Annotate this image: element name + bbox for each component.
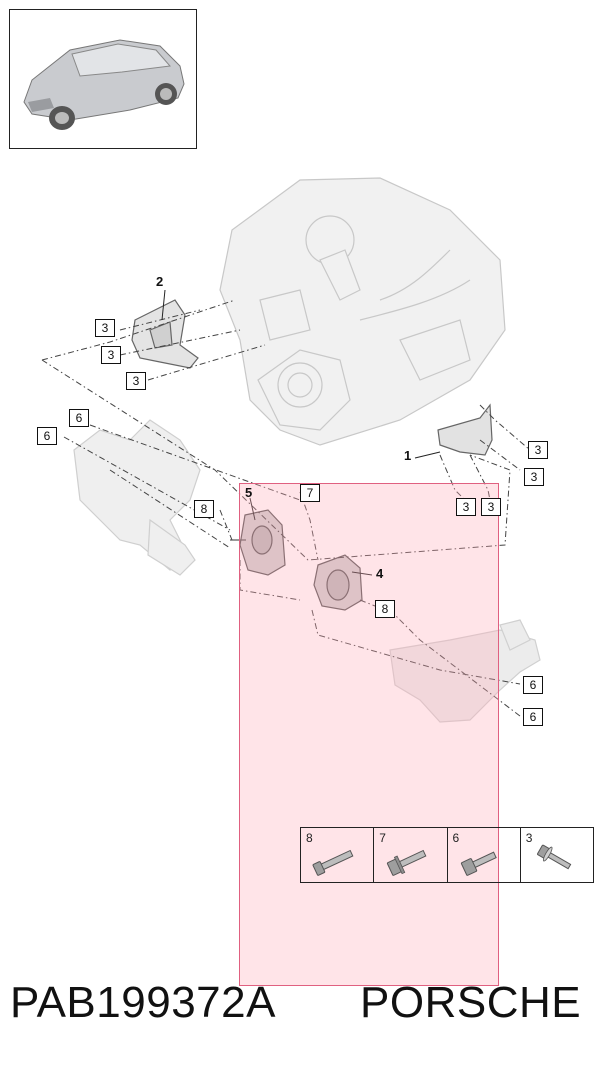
callout-part-1[interactable]: 1 [404,448,412,463]
callout-box-3[interactable]: 3 [126,372,146,390]
part-diagram-code: PAB199372A [10,978,276,1027]
legend-number: 3 [525,831,533,845]
callout-part-4[interactable]: 4 [376,566,384,581]
bolt-short-icon [460,851,497,876]
callout-box-3[interactable]: 3 [101,346,121,364]
callout-box-3[interactable]: 3 [528,441,548,459]
brand-name: PORSCHE [360,978,582,1027]
callout-box-3[interactable]: 3 [456,498,476,516]
legend-cell-6[interactable]: 6 [448,828,521,882]
fastener-legend: 8 7 6 3 [300,827,594,883]
callout-box-3[interactable]: 3 [524,468,544,486]
screw-washer-icon [536,844,572,870]
callout-box-8[interactable]: 8 [194,500,214,518]
legend-cell-3[interactable]: 3 [521,828,593,882]
engine-bracket-left [131,299,199,369]
bolt-long-icon [312,849,354,876]
callout-box-8[interactable]: 8 [375,600,395,618]
callout-box-3[interactable]: 3 [95,319,115,337]
engine-mount-4 [313,554,363,611]
callout-part-2[interactable]: 2 [156,274,164,289]
car-icon [23,39,185,130]
callout-box-6[interactable]: 6 [37,427,57,445]
legend-number: 7 [379,831,386,845]
legend-number: 8 [306,831,313,845]
callout-part-5[interactable]: 5 [245,485,253,500]
subframe-left [73,419,201,576]
legend-number: 6 [452,831,460,845]
engine-block [219,177,506,446]
highlight-area [239,483,499,986]
legend-cell-8[interactable]: 8 [301,828,375,882]
vehicle-thumbnail [9,9,197,149]
callout-box-6[interactable]: 6 [523,708,543,726]
subframe-right [389,619,541,723]
callout-box-3[interactable]: 3 [481,498,501,516]
legend-cell-7[interactable]: 7 [374,828,448,882]
engine-bracket-right [437,403,493,456]
bolt-flange-icon [387,849,427,876]
callout-box-6[interactable]: 6 [523,676,543,694]
callout-leaders [161,289,441,576]
callout-box-6[interactable]: 6 [69,409,89,427]
callout-box-7[interactable]: 7 [300,484,320,502]
